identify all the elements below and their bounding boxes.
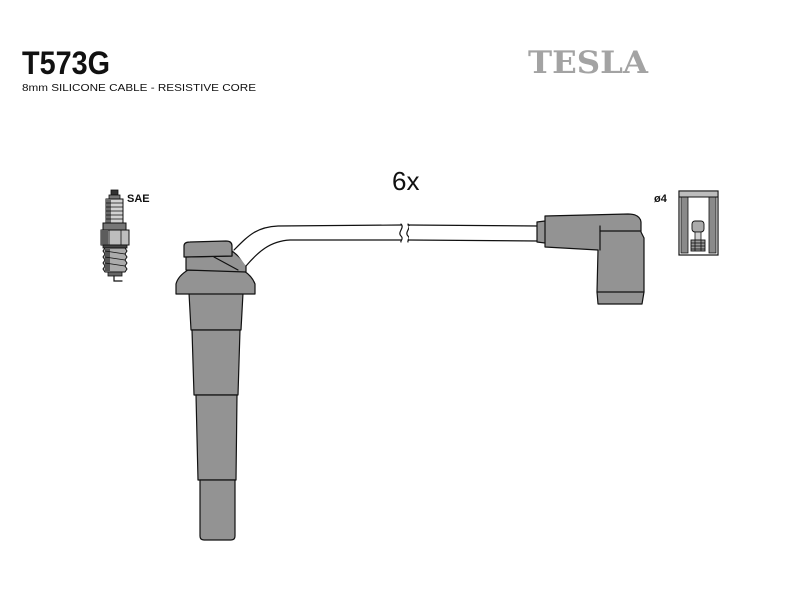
ignition-coil-boot [175,240,256,541]
spark-plug-icon [100,189,130,282]
quantity-label: 6x [392,166,419,196]
spark-plug-standard-label: SAE [127,193,150,205]
product-description: 8mm SILICONE CABLE - RESISTIVE CORE [22,83,256,94]
brand-logo: TESLA [528,45,649,81]
cable-break-mark [399,223,410,243]
part-number: T573G [22,45,110,81]
terminal-connector-icon [678,190,719,256]
spark-plug-boot [536,213,645,305]
ignition-cable [233,223,539,267]
terminal-size-label: ø4 [654,193,668,205]
